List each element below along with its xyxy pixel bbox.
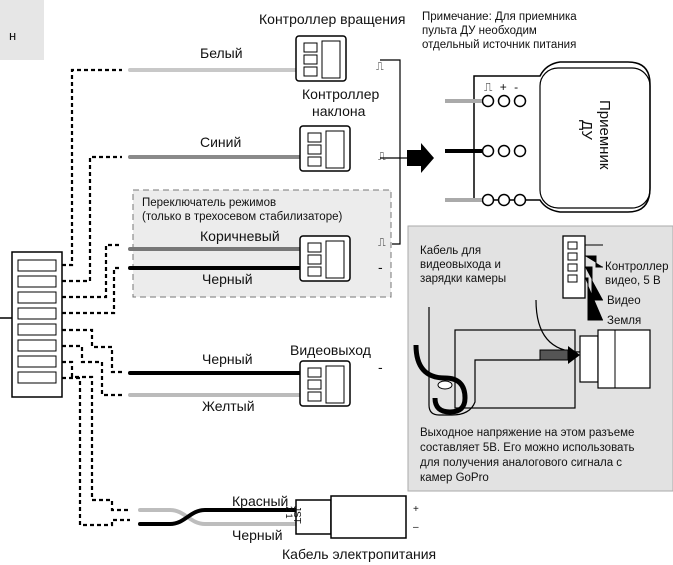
- connector-mode: [299, 235, 351, 282]
- minus-label: –: [413, 522, 419, 533]
- pwm-symbol-1: ⎍: [376, 61, 384, 73]
- video-out-label: Видеовыход: [290, 342, 371, 358]
- dash-symbol-2: -: [378, 359, 383, 375]
- mode-switch-label-1: Переключатель режимов: [142, 197, 277, 209]
- plus-label: +: [413, 504, 419, 515]
- red-wire-label: Красный: [232, 493, 289, 509]
- cable-title-2: видеовыхода и: [420, 259, 501, 271]
- arrow-icon: [407, 143, 434, 173]
- output-note-3: для получения аналогового сигнала с: [420, 457, 623, 469]
- receiver-label-2: ДУ: [578, 120, 595, 140]
- receiver-pin-labels: ⎍ + -: [484, 80, 521, 94]
- output-note-4: камер GoPro: [420, 472, 489, 484]
- note-line-1: Примечание: Для приемника: [422, 11, 577, 23]
- cable-title-1: Кабель для: [420, 245, 482, 257]
- rotation-controller-label: Контроллер вращения: [259, 11, 406, 27]
- dash-symbol-1: -: [378, 259, 383, 275]
- bracket-lines: [380, 59, 407, 245]
- corner-label: н: [9, 28, 17, 43]
- main-connector: [0, 251, 63, 398]
- dotted-leads: [62, 68, 130, 527]
- note-line-3: отдельный источник питания: [422, 39, 577, 51]
- connector-tilt: [299, 125, 351, 172]
- mode-switch-label-2: (только в трехосевом стабилизаторе): [142, 211, 343, 223]
- cable-title-3: зарядки камеры: [420, 273, 507, 285]
- receiver-device: [445, 61, 651, 213]
- connector-rotation: [295, 35, 347, 82]
- power-cable-label: Кабель электропитания: [282, 546, 437, 562]
- note-line-2: пульта ДУ необходим: [422, 25, 537, 37]
- video-controller-label-1: Контроллер: [605, 261, 669, 273]
- tilt-controller-label-1: Контроллер: [302, 86, 380, 102]
- connector-video: [299, 360, 351, 407]
- output-note-2: составляет 5В. Его можно использовать: [420, 442, 635, 454]
- video-label: Видео: [607, 295, 641, 307]
- brown-wire-label: Коричневый: [200, 228, 280, 244]
- white-wire-label: Белый: [200, 45, 243, 61]
- video-cable-drawing: [413, 235, 651, 416]
- wires: [128, 68, 302, 526]
- video-controller-label-2: видео, 5 В: [605, 275, 661, 287]
- pwm-symbol-2: ⎍: [378, 151, 386, 163]
- output-note-1: Выходное напряжение на этом разъеме: [420, 427, 635, 439]
- black-video-wire-label: Черный: [202, 351, 253, 367]
- receiver-label-1: Приемник: [596, 100, 613, 170]
- black-wire-label: Черный: [202, 271, 253, 287]
- tilt-controller-label-2: наклона: [312, 103, 366, 119]
- black-power-wire-label: Черный: [232, 527, 283, 543]
- pwm-symbol-3: ⎍: [378, 237, 386, 249]
- jst-pin-label: 2 1: [284, 506, 294, 519]
- jst-connector: [295, 495, 407, 539]
- blue-wire-label: Синий: [200, 134, 242, 150]
- ground-label: Земля: [607, 315, 642, 327]
- yellow-wire-label: Желтый: [202, 398, 255, 414]
- corner-panel: [0, 0, 44, 60]
